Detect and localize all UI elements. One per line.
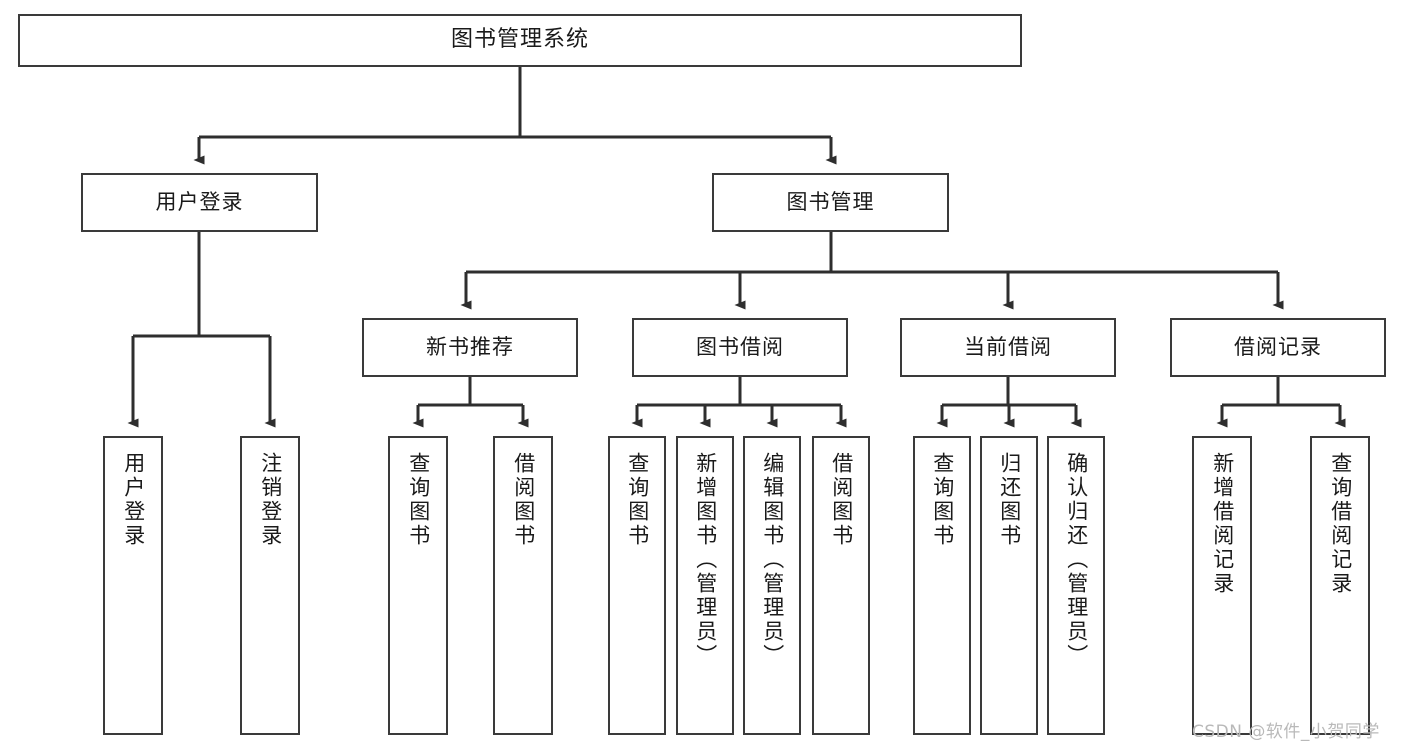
leaf-borrow-borrow-book[interactable]: 借阅图书 (812, 436, 870, 735)
leaf-borrow-query-book[interactable]: 查询图书 (608, 436, 666, 735)
node-borrow-record[interactable]: 借阅记录 (1170, 318, 1386, 377)
leaf-recommend-query-book[interactable]: 查询图书 (388, 436, 448, 735)
leaf-label: 查询图书 (406, 452, 431, 548)
leaf-label: 查询图书 (930, 452, 955, 548)
leaf-record-query-record[interactable]: 查询借阅记录 (1310, 436, 1370, 735)
leaf-label: 注销登录 (258, 452, 283, 548)
node-root-system[interactable]: 图书管理系统 (18, 14, 1022, 67)
node-user-login[interactable]: 用户登录 (81, 173, 318, 232)
leaf-label: 用户登录 (121, 452, 146, 548)
leaf-recommend-borrow-book[interactable]: 借阅图书 (493, 436, 553, 735)
leaf-current-return-book[interactable]: 归还图书 (980, 436, 1038, 735)
leaf-label: 查询借阅记录 (1328, 452, 1353, 596)
leaf-label: 新增借阅记录 (1210, 452, 1235, 596)
leaf-label: 归还图书 (997, 452, 1022, 548)
leaf-current-confirm-return-admin[interactable]: 确认归还（管理员） (1047, 436, 1105, 735)
leaf-label: 借阅图书 (829, 452, 854, 548)
node-book-borrow[interactable]: 图书借阅 (632, 318, 848, 377)
leaf-record-add-record[interactable]: 新增借阅记录 (1192, 436, 1252, 735)
leaf-label: 确认归还（管理员） (1064, 452, 1089, 668)
leaf-borrow-add-book-admin[interactable]: 新增图书（管理员） (676, 436, 734, 735)
leaf-user-login-login[interactable]: 用户登录 (103, 436, 163, 735)
leaf-label: 新增图书（管理员） (693, 452, 718, 668)
leaf-label: 编辑图书（管理员） (760, 452, 785, 668)
leaf-label: 查询图书 (625, 452, 650, 548)
leaf-label: 借阅图书 (511, 452, 536, 548)
leaf-current-query-book[interactable]: 查询图书 (913, 436, 971, 735)
node-book-management[interactable]: 图书管理 (712, 173, 949, 232)
leaf-user-login-logout[interactable]: 注销登录 (240, 436, 300, 735)
watermark-credit: CSDN @软件_小贺同学 (1192, 722, 1380, 742)
node-current-borrow[interactable]: 当前借阅 (900, 318, 1116, 377)
node-new-book-recommend[interactable]: 新书推荐 (362, 318, 578, 377)
leaf-borrow-edit-book-admin[interactable]: 编辑图书（管理员） (743, 436, 801, 735)
